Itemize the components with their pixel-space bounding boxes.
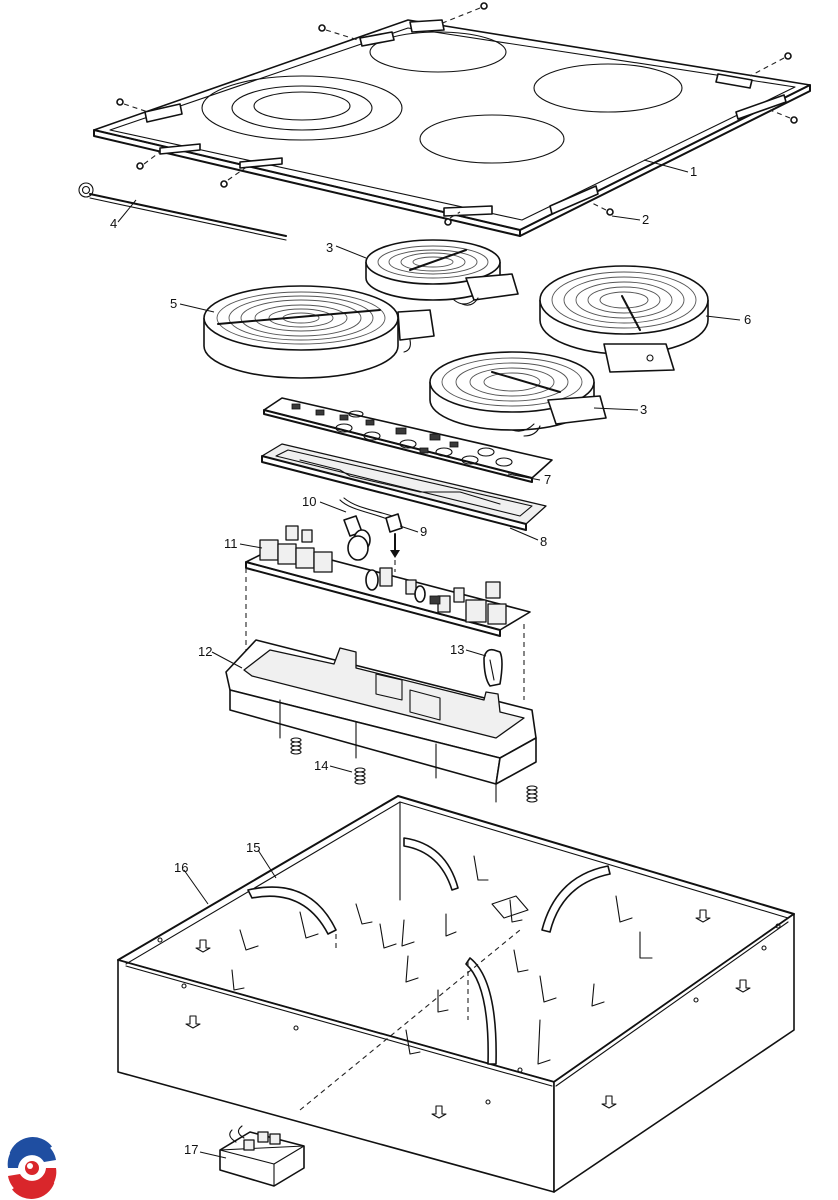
- callout-8: 8: [540, 534, 547, 549]
- callout-3-upper: 3: [326, 240, 333, 255]
- callout-16: 16: [174, 860, 188, 875]
- callout-1: 1: [690, 164, 697, 179]
- callout-7: 7: [544, 472, 551, 487]
- seal-strip: [78, 182, 287, 241]
- touch-control-frame: [261, 443, 547, 531]
- glass-ceramic-hob-top: [93, 2, 811, 237]
- power-pcb: [245, 525, 531, 637]
- callout-13: 13: [450, 642, 464, 657]
- radiant-heating-element-small: [365, 239, 519, 306]
- spring-icon: [290, 737, 538, 803]
- radiant-heating-element-dual: [203, 285, 435, 379]
- callout-5: 5: [170, 296, 177, 311]
- terminal-block: [219, 1125, 305, 1187]
- bottom-housing-tray: [117, 795, 795, 1193]
- callout-12: 12: [198, 644, 212, 659]
- electronics-housing-tray: [225, 639, 537, 803]
- callout-10: 10: [302, 494, 316, 509]
- retaining-clip: [483, 648, 503, 687]
- brand-logo: [6, 1137, 58, 1199]
- callout-9: 9: [420, 524, 427, 539]
- callout-3-lower: 3: [640, 402, 647, 417]
- radiant-heating-element-medium: [429, 351, 607, 437]
- callout-15: 15: [246, 840, 260, 855]
- cable-guide-clips: [247, 837, 611, 1065]
- callout-6: 6: [744, 312, 751, 327]
- callout-14: 14: [314, 758, 328, 773]
- radiant-heating-element-large: [539, 265, 709, 373]
- callout-4: 4: [110, 216, 117, 231]
- callout-2: 2: [642, 212, 649, 227]
- callout-11: 11: [224, 536, 238, 551]
- touch-control-pcb: [263, 397, 553, 483]
- callout-17: 17: [184, 1142, 198, 1157]
- screw-icon: [116, 2, 798, 226]
- connector-plug: [385, 513, 403, 558]
